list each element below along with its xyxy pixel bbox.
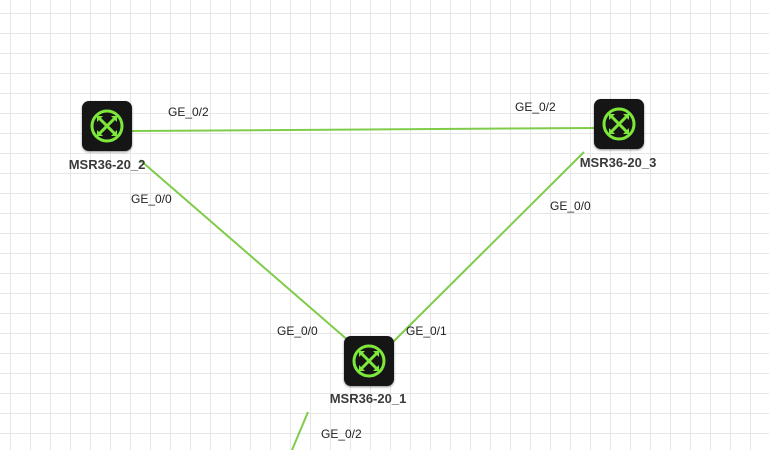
link-r2-r3[interactable] xyxy=(131,127,595,132)
port-label: GE_0/2 xyxy=(515,100,556,114)
port-label: GE_0/2 xyxy=(168,105,209,119)
port-label: GE_0/0 xyxy=(277,324,318,338)
router-icon xyxy=(602,107,636,141)
router-icon xyxy=(90,109,124,143)
port-label: GE_0/2 xyxy=(321,427,362,441)
link-r3-r1[interactable] xyxy=(392,151,585,343)
router-msr36-20-3[interactable] xyxy=(594,99,644,149)
device-label: MSR36-20_2 xyxy=(68,157,146,172)
link-r1-offscreen[interactable] xyxy=(291,411,309,450)
router-msr36-20-2[interactable] xyxy=(82,101,132,151)
router-msr36-20-1[interactable] xyxy=(344,336,394,386)
port-label: GE_0/1 xyxy=(406,324,447,338)
port-label: GE_0/0 xyxy=(550,199,591,213)
router-icon xyxy=(352,344,386,378)
device-label: MSR36-20_3 xyxy=(579,155,657,170)
link-r2-r1[interactable] xyxy=(139,159,351,343)
device-label: MSR36-20_1 xyxy=(329,391,407,406)
port-label: GE_0/0 xyxy=(131,192,172,206)
